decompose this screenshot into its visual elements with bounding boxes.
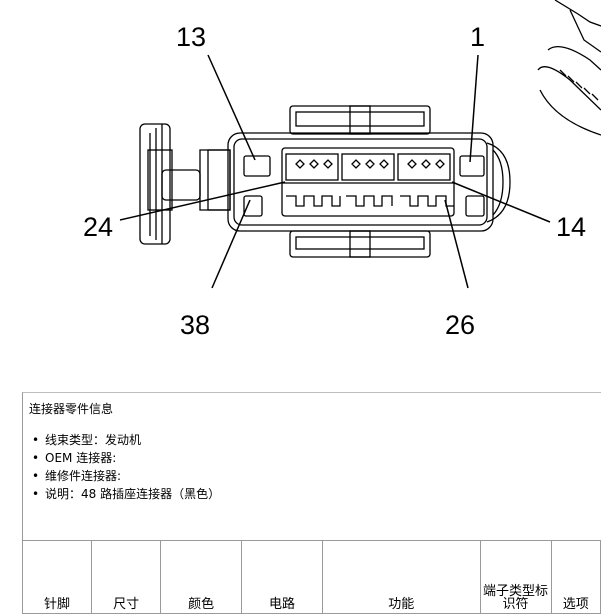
connector-diagram: 13 1 24 14 38 26 [83, 0, 601, 340]
header-pin: 针脚 [21, 540, 93, 614]
header-function: 功能 [321, 540, 481, 614]
header-circuit: 电路 [241, 540, 323, 614]
info-item-harness-type: 线束类型：发动机 [29, 431, 220, 449]
callout-pin-24: 24 [83, 212, 113, 242]
connector-info-box: 连接器零件信息 线束类型：发动机 OEM 连接器: 维修件连接器: 说明：48 … [22, 392, 601, 540]
info-item-service-connector: 维修件连接器: [29, 467, 220, 485]
pin-table: 针脚 尺寸 颜色 电路 功能 端子类型标识符 选项 [21, 540, 601, 614]
callout-pin-1: 1 [470, 22, 485, 52]
header-color: 颜色 [160, 540, 243, 614]
pin-table-header-row: 针脚 尺寸 颜色 电路 功能 端子类型标识符 选项 [21, 540, 601, 614]
info-list: 线束类型：发动机 OEM 连接器: 维修件连接器: 说明：48 路插座连接器（黑… [29, 431, 220, 503]
callout-pin-26: 26 [445, 310, 475, 340]
header-option: 选项 [550, 540, 601, 614]
callout-pin-13: 13 [176, 22, 206, 52]
header-terminal-type: 端子类型标识符 [479, 540, 552, 614]
callout-pin-14: 14 [556, 212, 586, 242]
info-title: 连接器零件信息 [29, 402, 114, 416]
info-item-oem-connector: OEM 连接器: [29, 449, 220, 467]
info-item-description: 说明：48 路插座连接器（黑色） [29, 485, 220, 503]
header-size: 尺寸 [91, 540, 162, 614]
callout-pin-38: 38 [180, 310, 210, 340]
